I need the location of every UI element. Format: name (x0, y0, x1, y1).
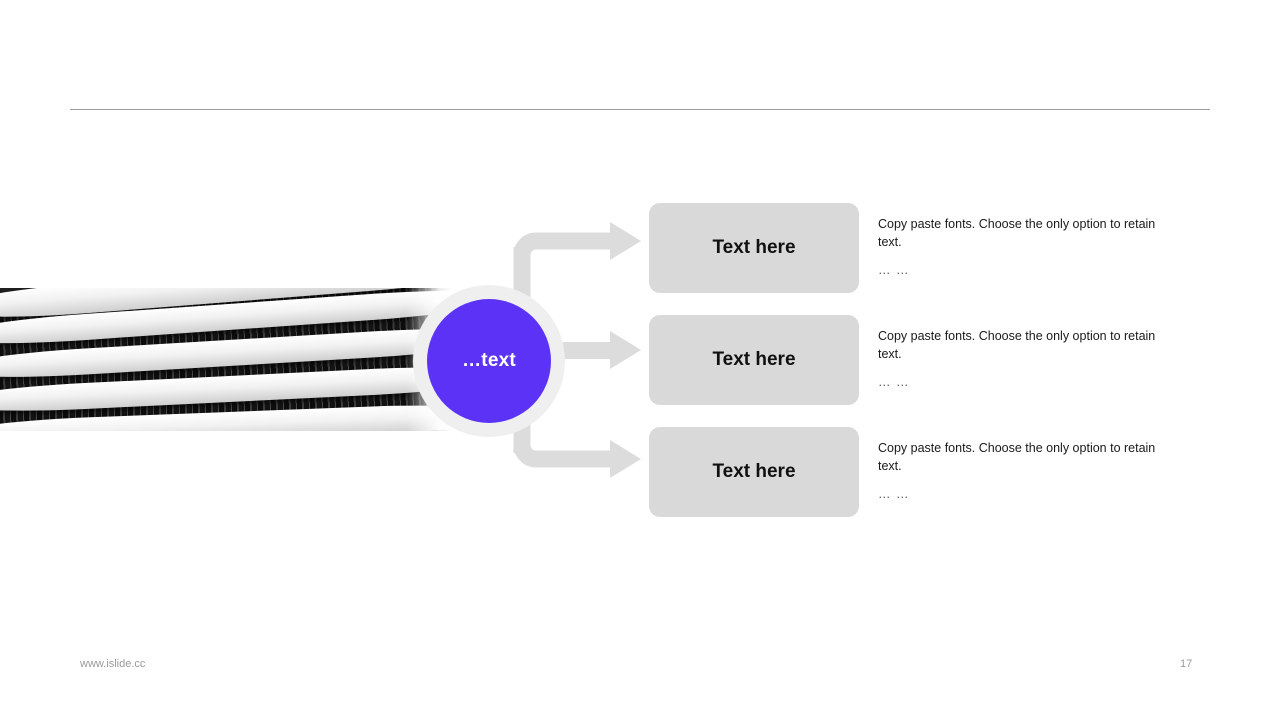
text-chip[interactable]: Text here (649, 315, 859, 405)
text-chip[interactable]: Text here (649, 427, 859, 517)
page-number: 17 (1180, 658, 1193, 670)
description-text: Copy paste fonts. Choose the only option… (878, 441, 1156, 473)
description-ellipsis: … … (878, 486, 910, 501)
text-chip[interactable]: Text here (649, 203, 859, 293)
description-block: Copy paste fonts. Choose the only option… (878, 440, 1178, 503)
description-block: Copy paste fonts. Choose the only option… (878, 216, 1178, 279)
photo-backdrop (0, 288, 452, 431)
description-block: Copy paste fonts. Choose the only option… (878, 328, 1178, 391)
text-chip-label: Text here (712, 349, 796, 370)
top-divider (70, 109, 1210, 110)
description-text: Copy paste fonts. Choose the only option… (878, 217, 1156, 249)
description-text: Copy paste fonts. Choose the only option… (878, 329, 1156, 361)
hub-label: …text (462, 350, 516, 371)
building-photo (0, 288, 452, 431)
text-chip-label: Text here (712, 237, 796, 258)
footer-url[interactable]: www.islide.cc (80, 658, 146, 670)
description-ellipsis: … … (878, 374, 910, 389)
description-ellipsis: … … (878, 262, 910, 277)
hub-circle[interactable]: …text (427, 299, 551, 423)
connector-arrows (500, 200, 660, 500)
text-chip-label: Text here (712, 461, 796, 482)
